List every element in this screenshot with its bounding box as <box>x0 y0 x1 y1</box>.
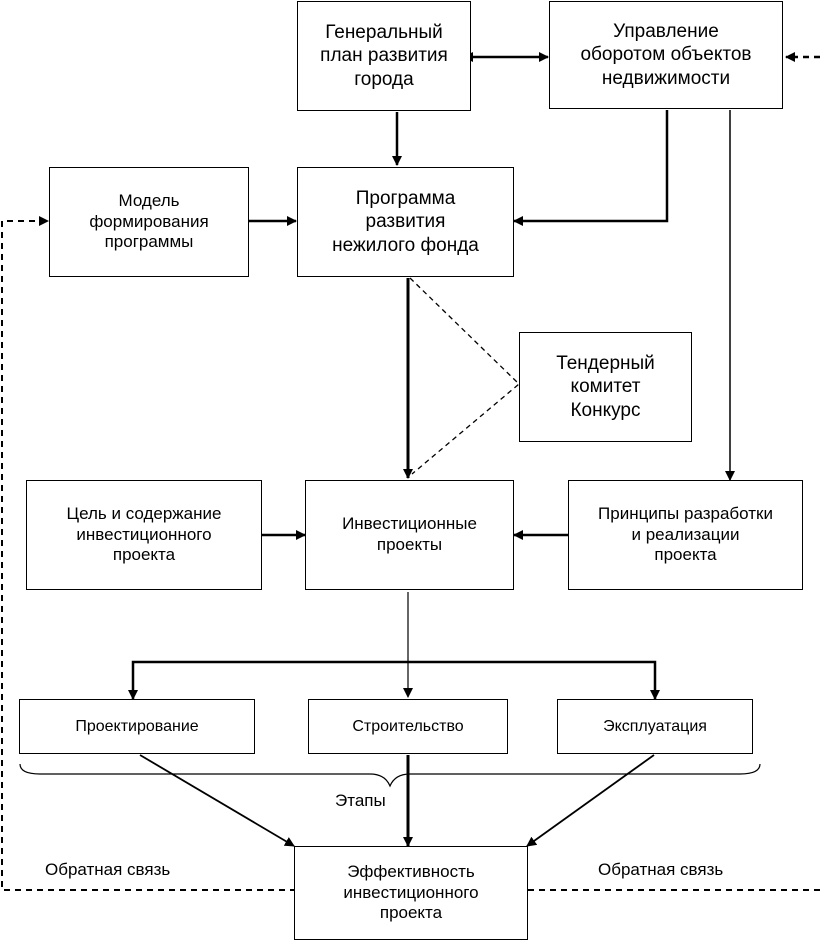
goal-content-text: Цель и содержание инвестиционного проект… <box>66 503 222 565</box>
stages-label: Этапы <box>335 791 386 810</box>
tender-dashed-link <box>409 277 520 475</box>
feedback-line <box>1 216 296 891</box>
efficiency-text: Эффективность инвестиционного проекта <box>343 861 479 923</box>
arrow-management-program <box>513 110 669 226</box>
construction-stage-text: Строительство <box>352 717 464 735</box>
principles-text: Принципы разработки и реализации проекта <box>598 503 773 565</box>
general-plan-text: Генеральный план развития города <box>320 22 448 90</box>
operation-stage-text: Эксплуатация <box>603 717 707 735</box>
arrow-operation-efficiency <box>526 754 655 847</box>
formation-model-text: Модель формирования программы <box>89 190 209 252</box>
feedback-right-label: Обратная связь <box>598 860 724 879</box>
stages-brace <box>19 763 761 788</box>
arrow-design-efficiency <box>139 754 295 847</box>
principles-box: Принципы разработки и реализации проекта <box>568 480 803 590</box>
efficiency-box: Эффективность инвестиционного проекта <box>294 846 528 940</box>
design-stage-box: Проектирование <box>19 699 255 754</box>
development-program-text: Программа развития нежилого фонда <box>332 188 479 256</box>
goal-content-box: Цель и содержание инвестиционного проект… <box>26 480 262 590</box>
construction-stage-box: Строительство <box>308 699 508 754</box>
arrow-to-operation <box>408 660 660 700</box>
feedback-left-label: Обратная связь <box>45 860 171 879</box>
real-estate-management-text: Управление оборотом объектов недвижимост… <box>580 21 752 89</box>
arrow-to-design <box>128 660 408 700</box>
investment-projects-text: Инвестиционные проекты <box>342 514 477 554</box>
real-estate-management-box: Управление оборотом объектов недвижимост… <box>549 1 783 109</box>
tender-committee-box: Тендерный комитет Конкурс <box>519 332 692 442</box>
investment-projects-box: Инвестиционные проекты <box>305 480 514 590</box>
operation-stage-box: Эксплуатация <box>557 699 753 754</box>
general-plan-box: Генеральный план развития города <box>297 1 471 111</box>
formation-model-box: Модель формирования программы <box>49 167 249 277</box>
tender-committee-text: Тендерный комитет Конкурс <box>556 353 655 421</box>
design-stage-text: Проектирование <box>75 717 199 735</box>
development-program-box: Программа развития нежилого фонда <box>297 167 514 277</box>
